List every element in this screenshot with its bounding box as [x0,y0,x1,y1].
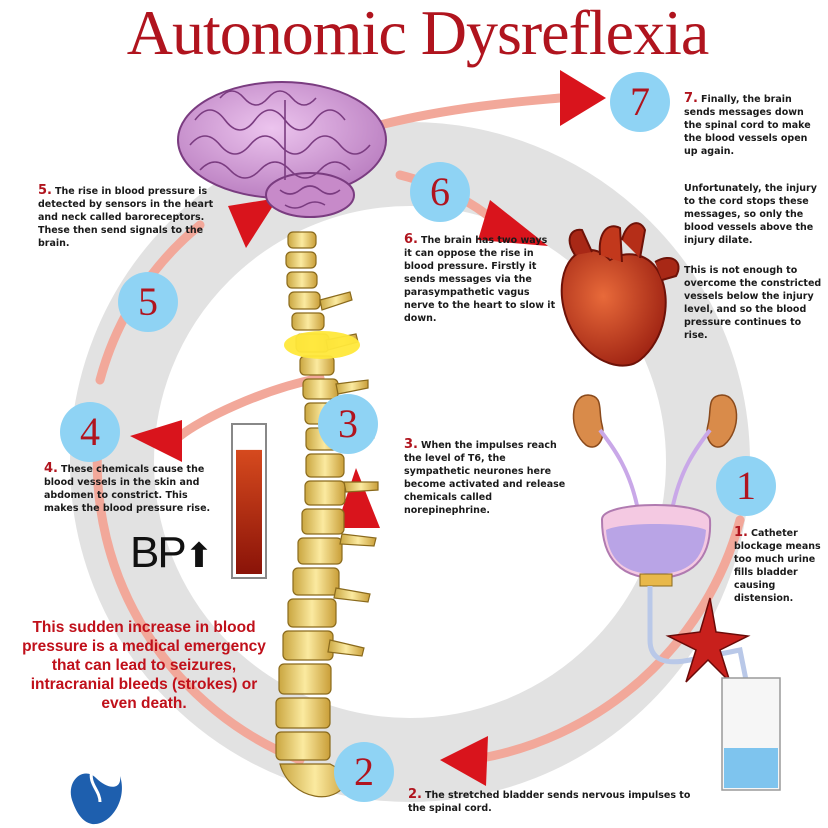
step-4-description: These chemicals cause the blood vessels … [44,464,210,514]
step-5-description: The rise in blood pressure is detected b… [38,186,213,249]
step-7-marker: 7 [610,72,670,132]
step-4-text: 4.These chemicals cause the blood vessel… [44,462,222,515]
step-7-description: Finally, the brain sends messages down t… [684,94,811,157]
step-7-text-c: This is not enough to overcome the const… [684,264,824,342]
step-2-text: 2.The stretched bladder sends nervous im… [408,788,708,815]
step-1-label: 1. [734,525,748,540]
step-6-description: The brain has two ways it can oppose the… [404,235,555,324]
emergency-warning: This sudden increase in blood pressure i… [18,618,270,713]
step-1-description: Catheter blockage means too much urine f… [734,528,821,604]
step-2-marker: 2 [334,742,394,802]
step-3-label: 3. [404,437,418,452]
bp-gauge-fill [236,450,262,574]
step-4-marker: 4 [60,402,120,462]
arrow-to-brain-top [560,70,606,126]
bp-text: BP [130,528,185,577]
step-7-label: 7. [684,91,698,106]
step-7-text-b: Unfortunately, the injury to the cord st… [684,182,824,247]
bp-gauge [232,424,266,578]
step-3-text: 3.When the impulses reach the level of T… [404,438,574,517]
step-6-marker: 6 [410,162,470,222]
bp-up-arrow-icon: ⬆ [185,537,212,575]
step-5-label: 5. [38,183,52,198]
step-7-text: 7.Finally, the brain sends messages down… [684,92,824,158]
step-1-text: 1.Catheter blockage means too much urine… [734,526,824,605]
step-3-description: When the impulses reach the level of T6,… [404,440,565,516]
step-2-description: The stretched bladder sends nervous impu… [408,790,690,814]
step-4-label: 4. [44,461,58,476]
step-3-marker: 3 [318,394,378,454]
logo-icon [71,770,122,824]
step-6-text: 6.The brain has two ways it can oppose t… [404,233,556,325]
t6-level-marker [284,331,360,359]
step-1-marker: 1 [716,456,776,516]
step-6-label: 6. [404,232,418,247]
step-5-text: 5.The rise in blood pressure is detected… [38,184,228,250]
urine-bag-level [724,748,778,788]
step-2-label: 2. [408,787,422,802]
step-5-marker: 5 [118,272,178,332]
bp-label: BP⬆ [130,528,211,578]
